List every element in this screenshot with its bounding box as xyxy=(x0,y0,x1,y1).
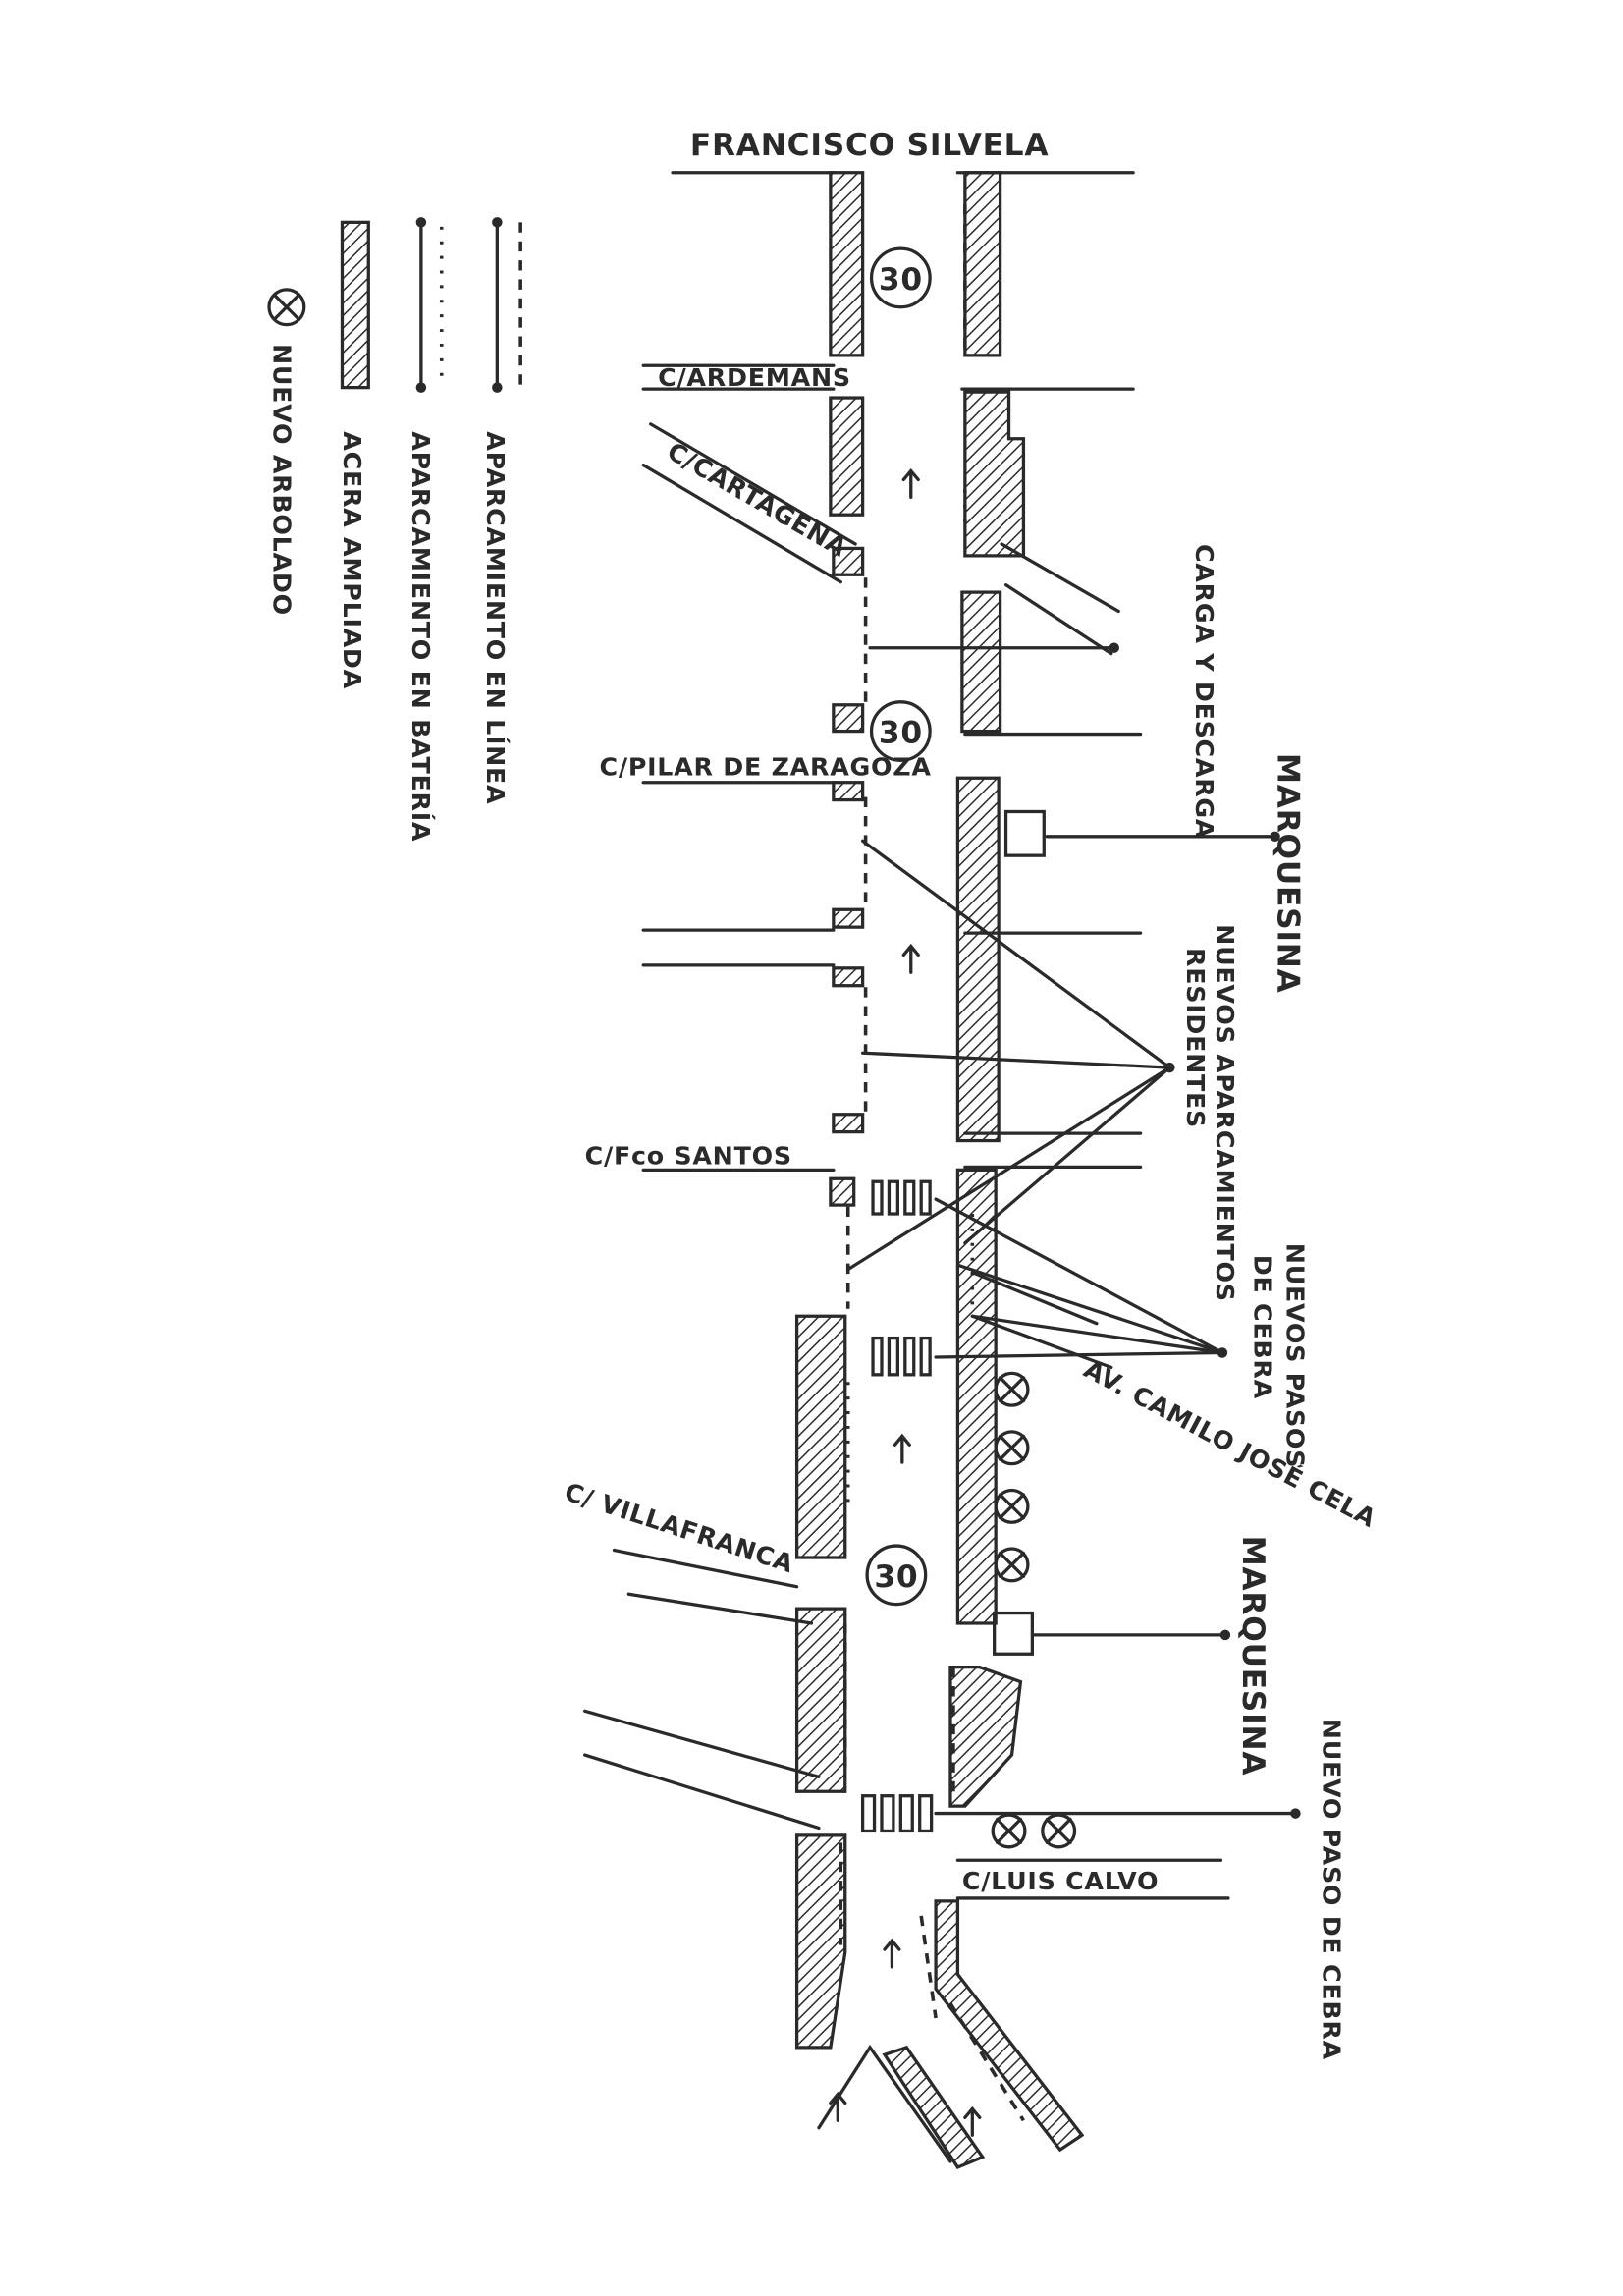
street-label-camilo-jose-cela: AV. CAMILO JOSÉ CELA xyxy=(1079,1355,1380,1534)
tree-icon xyxy=(1041,1813,1077,1849)
svg-text:30: 30 xyxy=(874,1559,918,1595)
legend-item-aparcamiento-bateria: APARCAMIENTO EN BATERÍA xyxy=(406,217,444,842)
speed-limit-sign: 30 xyxy=(865,1544,928,1607)
street-label-luis-calvo: C/LUIS CALVO xyxy=(962,1867,1159,1895)
zebra-crossing xyxy=(860,1794,934,1833)
tree-icon xyxy=(994,1547,1030,1583)
zebra-crossing xyxy=(871,1179,932,1216)
svg-text:30: 30 xyxy=(879,715,923,750)
tree-icon xyxy=(991,1813,1027,1849)
annotation-carga-descarga: CARGA Y DESCARGA xyxy=(1190,544,1218,839)
street-label-ardemans: C/ARDEMANS xyxy=(658,363,851,392)
bus-shelter xyxy=(993,1611,1035,1656)
legend-item-acera-ampliada: ACERA AMPLIADA xyxy=(338,220,370,689)
bus-shelter xyxy=(1003,809,1046,857)
legend-label: NUEVO ARBOLADO xyxy=(267,344,296,616)
tree-icon xyxy=(994,1430,1030,1466)
annotation-marquesina: MARQUESINA xyxy=(1271,753,1306,994)
annotation-nuevo-paso-de-cebra: NUEVO PASO DE CEBRA xyxy=(1318,1719,1346,2060)
aparcamiento-linea xyxy=(839,204,1025,2122)
svg-text:30: 30 xyxy=(879,262,923,298)
tree-icon xyxy=(267,288,306,327)
annotation-nuevos-pasos: NUEVOS PASOS xyxy=(1280,1243,1309,1468)
legend-label: APARCAMIENTO EN BATERÍA xyxy=(406,431,435,842)
legend-label: APARCAMIENTO EN LÍNEA xyxy=(481,431,510,804)
annotation-residentes: RESIDENTES xyxy=(1181,948,1210,1128)
annotation-nuevos-aparcamientos: NUEVOS APARCAMIENTOS xyxy=(1211,924,1239,1302)
legend-item-nuevo-arbolado: NUEVO ARBOLADO xyxy=(267,288,306,616)
speed-limit-sign: 30 xyxy=(869,246,932,309)
annotation-de-cebra: DE CEBRA xyxy=(1249,1255,1277,1399)
leader-lines xyxy=(846,642,1301,1819)
speed-limit-sign: 30 xyxy=(869,700,932,763)
legend-item-aparcamiento-linea: APARCAMIENTO EN LÍNEA xyxy=(481,217,522,804)
street-title-francisco-silvela: FRANCISCO SILVELA xyxy=(690,128,1049,163)
acera-ampliada-right xyxy=(882,171,1085,2169)
aparcamiento-bateria xyxy=(845,489,975,1506)
legend: APARCAMIENTO EN LÍNEA APARCAMIENTO EN BA… xyxy=(267,217,522,842)
street-label-cartagena: C/CARTAGENA xyxy=(663,437,852,563)
tree-icons xyxy=(991,1371,1077,1849)
acera-ampliada-left xyxy=(794,171,865,2050)
legend-label: ACERA AMPLIADA xyxy=(338,431,366,689)
direction-arrow-icon xyxy=(829,467,982,2137)
zebra-crossing xyxy=(871,1336,932,1377)
street-label-fco-santos: C/Fco SANTOS xyxy=(585,1141,792,1170)
tree-icon xyxy=(994,1371,1030,1407)
street-label-pilar-de-zaragoza: C/PILAR DE ZARAGOZA xyxy=(600,752,932,781)
tree-icon xyxy=(994,1488,1030,1524)
annotation-marquesina: MARQUESINA xyxy=(1235,1536,1271,1777)
